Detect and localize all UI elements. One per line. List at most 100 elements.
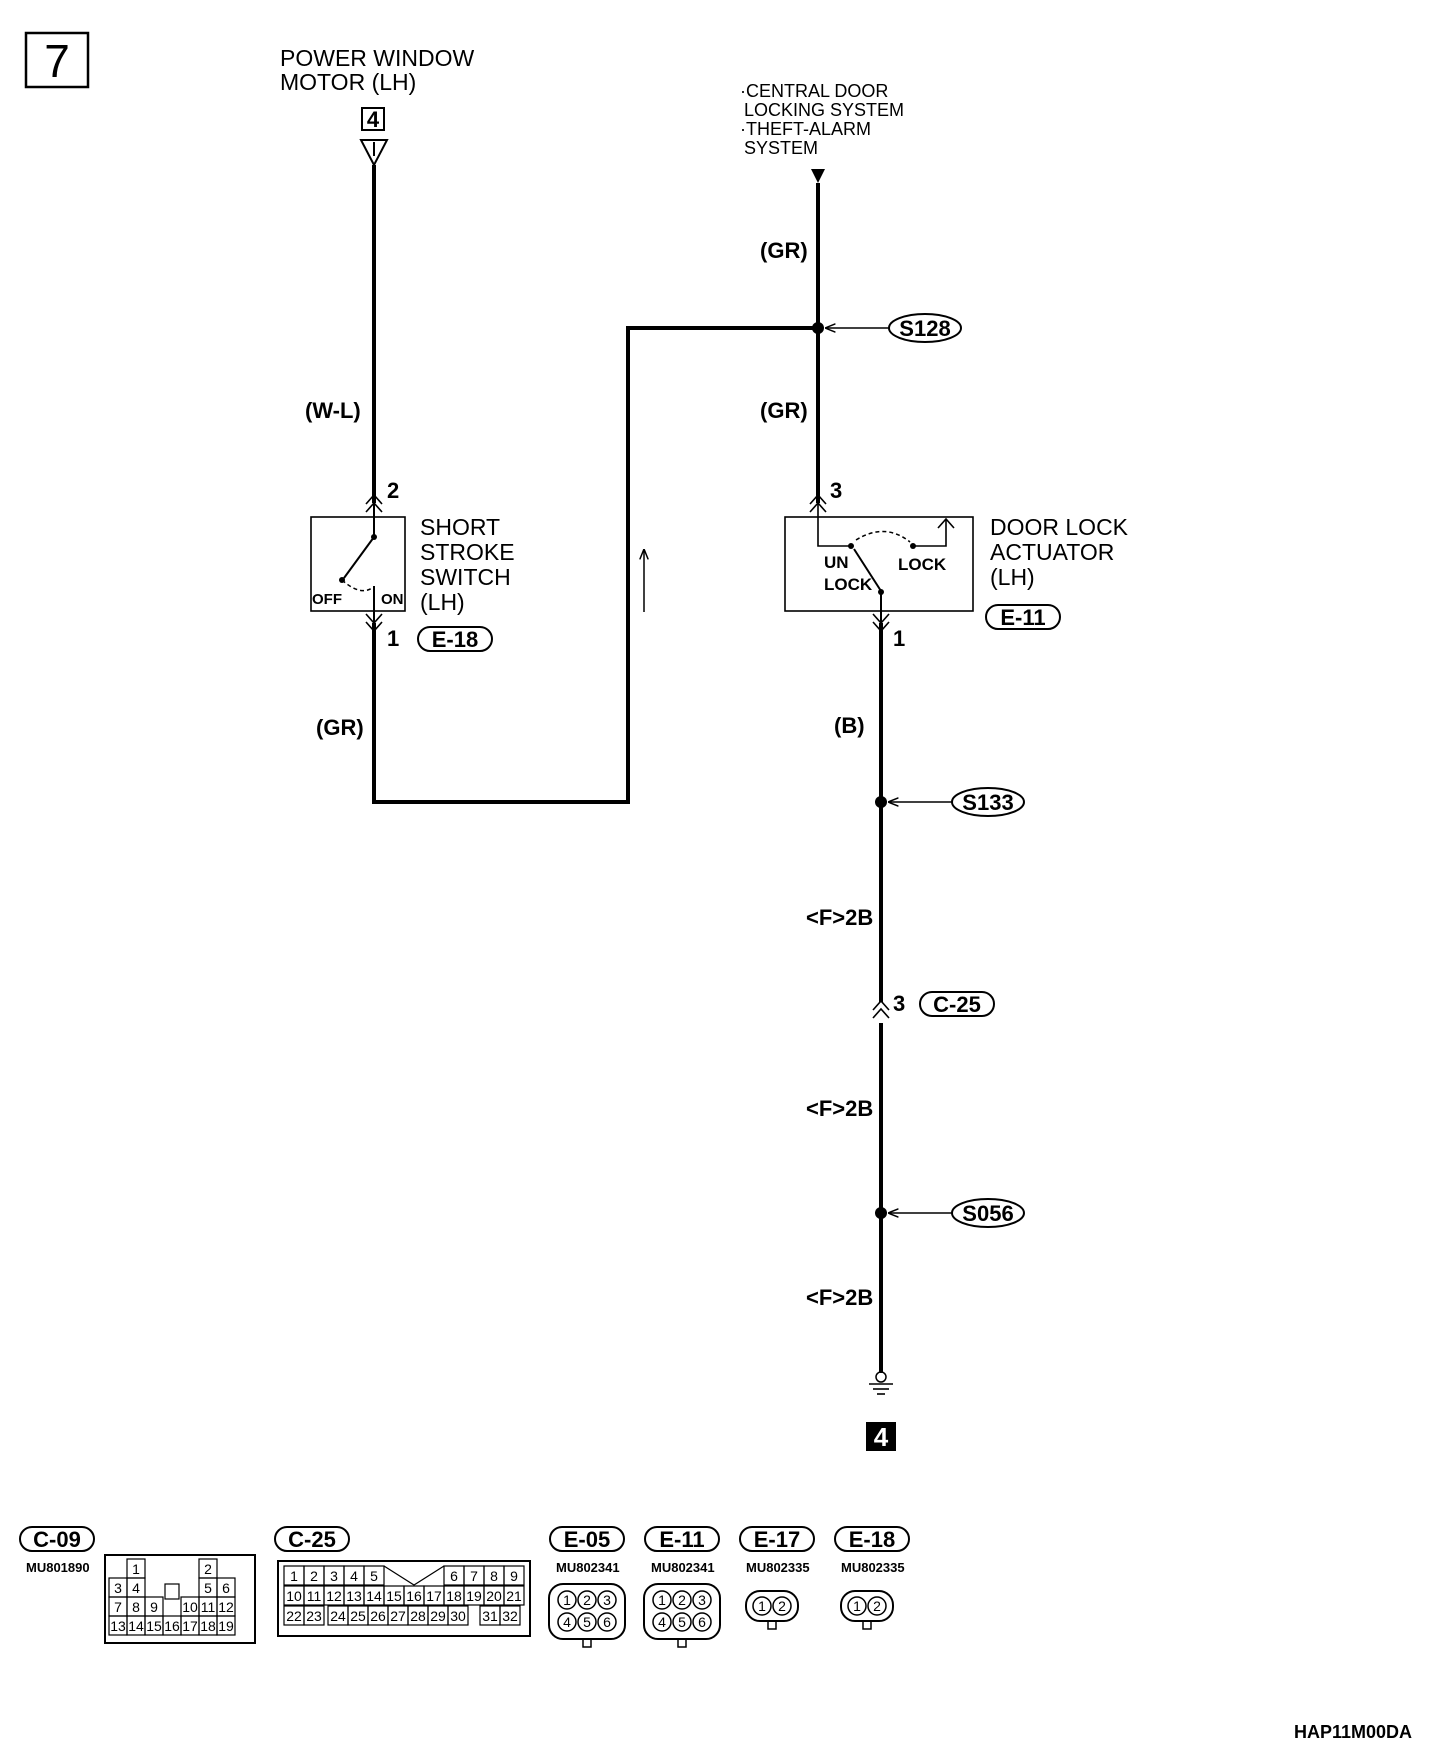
pin-label: 8	[490, 1568, 498, 1584]
diagram-code: HAP11M00DA	[1294, 1722, 1412, 1742]
sss-off: OFF	[312, 591, 342, 608]
pin-label: 5	[583, 1614, 591, 1630]
pin-label: 3	[330, 1568, 338, 1584]
sss-connector: E-18	[432, 627, 478, 652]
dla-line1: DOOR LOCK	[990, 514, 1129, 540]
pin-label: 12	[218, 1599, 234, 1615]
pin-label: 21	[506, 1588, 522, 1604]
ground-symbol: 4	[866, 1371, 896, 1452]
pin-socket	[597, 1590, 617, 1610]
dla-line3: (LH)	[990, 564, 1035, 590]
pin-label: 13	[110, 1618, 126, 1634]
e05-id: E-05	[564, 1527, 610, 1552]
pin-label: 5	[204, 1580, 212, 1596]
pin-label: 16	[406, 1588, 422, 1604]
pin-label: 15	[146, 1618, 162, 1634]
system-note: ·CENTRAL DOOR LOCKING SYSTEM ·THEFT-ALAR…	[740, 81, 904, 183]
e11-part: MU802341	[651, 1560, 715, 1575]
pin-label: 2	[778, 1598, 786, 1614]
wire-label-gr-mid: (GR)	[760, 398, 808, 423]
pin-socket	[672, 1612, 692, 1632]
pin-label: 16	[164, 1618, 180, 1634]
pin-label: 18	[200, 1618, 216, 1634]
splice-s056-label: S056	[962, 1201, 1013, 1226]
c09-id: C-09	[33, 1527, 81, 1552]
pin-label: 8	[132, 1599, 140, 1615]
e18-id: E-18	[849, 1527, 895, 1552]
connector-housing	[840, 1590, 894, 1622]
pin-label: 17	[426, 1588, 442, 1604]
pin-label: 2	[204, 1561, 212, 1577]
wire-label-f2b-2: <F>2B	[806, 1096, 873, 1121]
pin-label: 6	[698, 1614, 706, 1630]
pin-label: 11	[201, 1599, 216, 1615]
pin-label: 5	[370, 1568, 378, 1584]
pin-socket	[772, 1596, 792, 1616]
ground-number: 4	[874, 1422, 889, 1452]
wire-label-w-l: (W-L)	[305, 398, 361, 423]
pin-label: 9	[510, 1568, 518, 1584]
pin-label: 4	[132, 1580, 140, 1596]
pin-label: 7	[470, 1568, 478, 1584]
sss-line1: SHORT	[420, 514, 500, 540]
pin-label: 14	[128, 1618, 144, 1634]
pin-label: 25	[350, 1608, 366, 1624]
short-stroke-switch: 2 OFF ON 1 E-18 SHORT STROKE SWITCH (LH)	[310, 478, 515, 652]
pin-label: 7	[114, 1599, 122, 1615]
pin-socket	[557, 1612, 577, 1632]
pin-socket	[867, 1596, 887, 1616]
wire-label-gr-top: (GR)	[760, 238, 808, 263]
sss-line2: STROKE	[420, 539, 515, 565]
splice-s056: S056	[875, 1198, 1025, 1228]
pin-label: 4	[563, 1614, 571, 1630]
wire-gr-switch-return	[372, 326, 818, 804]
pin-label: 2	[583, 1592, 591, 1608]
splice-s128: S128	[812, 313, 962, 343]
pwm-line1: POWER WINDOW	[280, 45, 474, 71]
sss-pin-top: 2	[387, 478, 399, 503]
pin-label: 2	[873, 1598, 881, 1614]
dla-pin-top: 3	[830, 478, 842, 503]
connector-latch	[767, 1620, 777, 1630]
pin-socket	[692, 1612, 712, 1632]
pin-label: 20	[486, 1588, 502, 1604]
note-line1: ·CENTRAL DOOR	[740, 81, 888, 101]
pin-label: 31	[482, 1608, 498, 1624]
pin-label: 10	[286, 1588, 302, 1604]
note-line4: SYSTEM	[744, 138, 818, 158]
dla-lock-left: LOCK	[824, 575, 873, 594]
splice-s133: S133	[875, 787, 1025, 817]
pin-cell	[503, 1565, 525, 1586]
pin-label: 4	[658, 1614, 666, 1630]
pin-label: 13	[346, 1588, 362, 1604]
pin-socket	[577, 1590, 597, 1610]
c25-connector: C-25	[933, 992, 981, 1017]
pin-socket	[752, 1596, 772, 1616]
dla-lock: LOCK	[898, 555, 947, 574]
e17-id: E-17	[754, 1527, 800, 1552]
pin-socket	[692, 1590, 712, 1610]
power-window-motor-label: POWER WINDOW MOTOR (LH) 4	[280, 45, 474, 168]
pin-label: 6	[222, 1580, 230, 1596]
splice-s128-label: S128	[899, 316, 950, 341]
pin-label: 11	[307, 1588, 322, 1604]
splice-s133-label: S133	[962, 790, 1013, 815]
pin-label: 4	[350, 1568, 358, 1584]
connector-latch	[862, 1620, 872, 1630]
pin-label: 3	[698, 1592, 706, 1608]
door-lock-actuator: 3 UN LOCK LOCK 1 E-11 DOOR LOCK ACTUATOR…	[784, 478, 1129, 651]
sss-line4: (LH)	[420, 589, 465, 615]
pin-label: 5	[678, 1614, 686, 1630]
e17-part: MU802335	[746, 1560, 810, 1575]
connector-latch	[677, 1638, 687, 1648]
